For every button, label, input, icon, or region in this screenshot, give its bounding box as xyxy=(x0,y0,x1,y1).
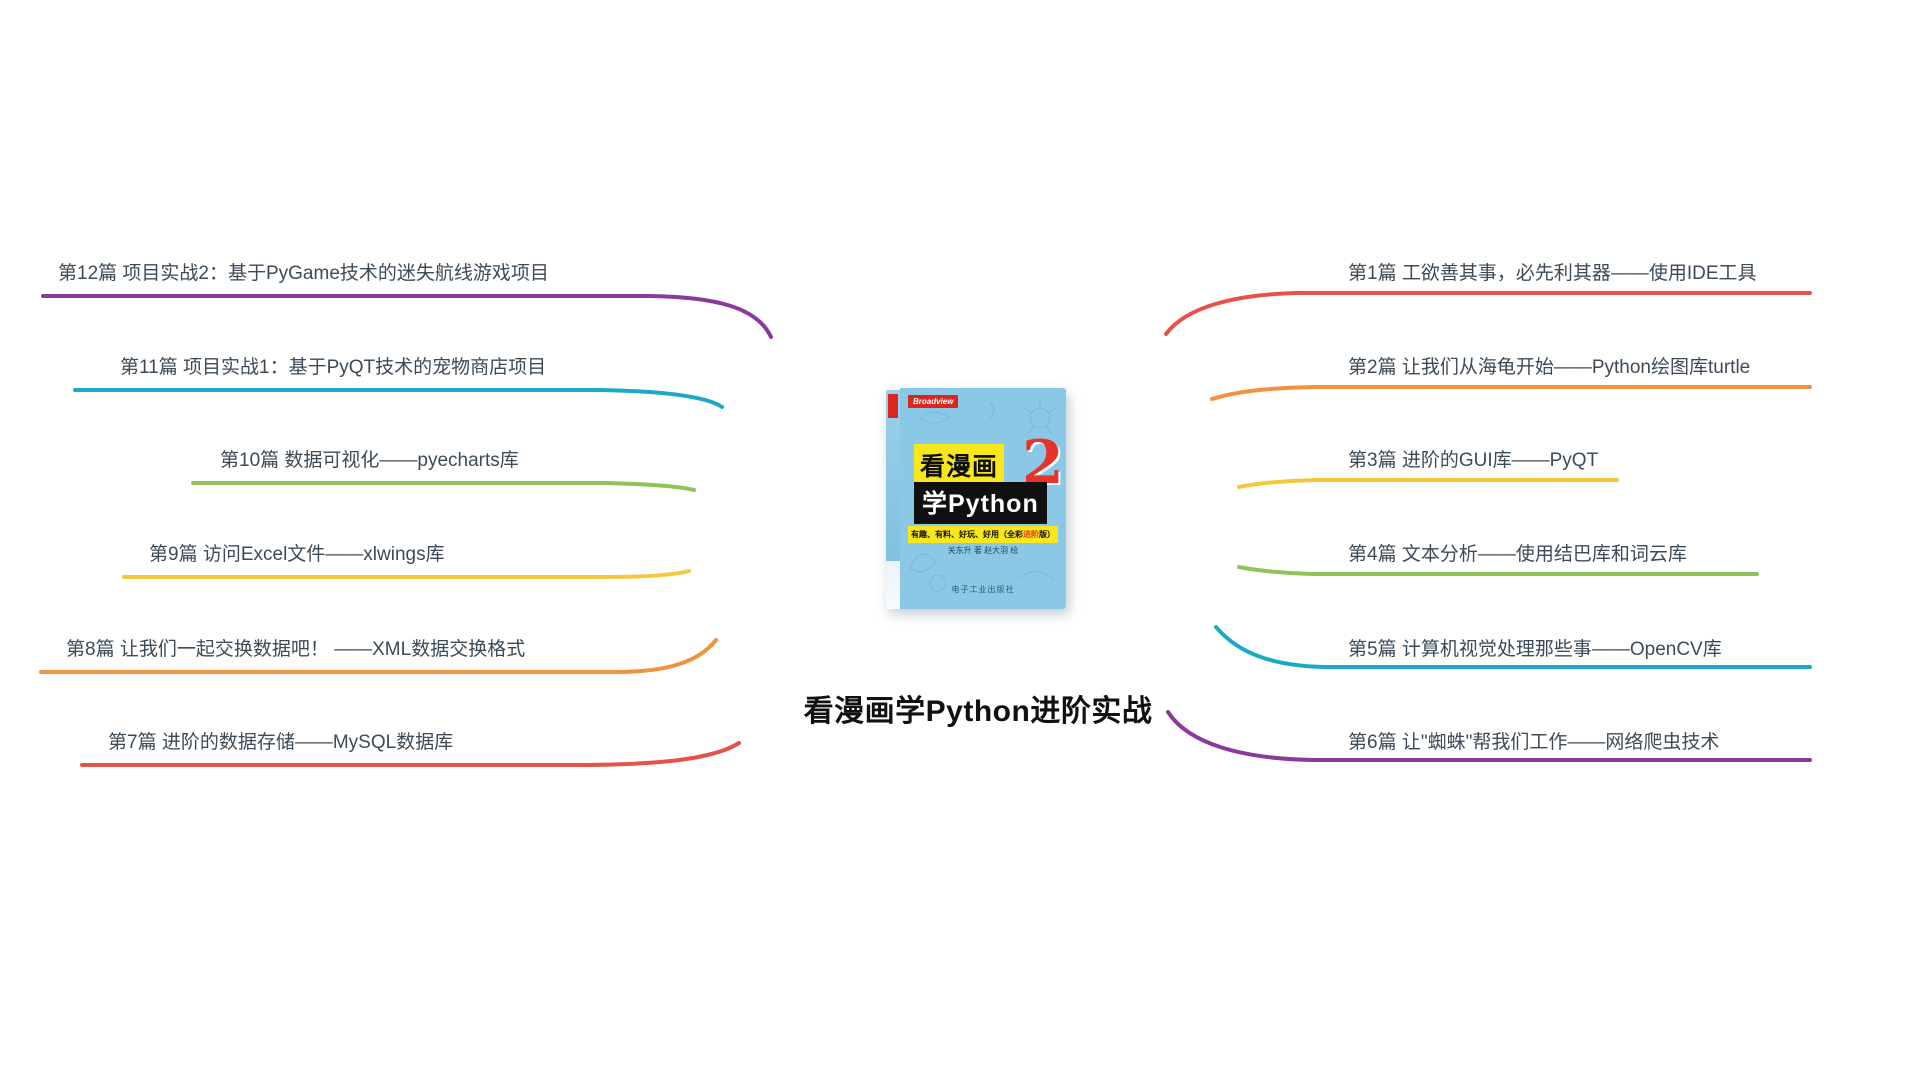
node-ch11[interactable]: 第11篇 项目实战1：基于PyQT技术的宠物商店项目 xyxy=(120,357,547,378)
node-ch2[interactable]: 第2篇 让我们从海龟开始——Python绘图库turtle xyxy=(1348,357,1751,378)
branch-line-ch3 xyxy=(1237,478,1619,489)
book-spine xyxy=(886,390,900,609)
book-front-cover: Broadview 看漫画 2 学Python 有趣、有料、好玩、好用（全彩进阶… xyxy=(900,388,1066,609)
node-ch4[interactable]: 第4篇 文本分析——使用结巴库和词云库 xyxy=(1348,544,1687,565)
book-authors: 关东升 著 赵大羽 绘 xyxy=(947,546,1019,555)
branch-line-ch9 xyxy=(122,569,691,579)
branch-line-ch10 xyxy=(191,481,696,492)
branch-line-ch6 xyxy=(1166,710,1812,762)
branch-line-ch8 xyxy=(39,638,718,674)
branch-line-ch1 xyxy=(1164,291,1812,336)
node-ch7[interactable]: 第7篇 进阶的数据存储——MySQL数据库 xyxy=(108,732,454,753)
branch-line-ch2 xyxy=(1210,385,1812,401)
book-title-line1: 看漫画 xyxy=(914,444,1005,486)
branch-line-ch11 xyxy=(73,388,724,409)
broadview-logo: Broadview xyxy=(908,395,959,408)
node-ch6[interactable]: 第6篇 让"蜘蛛"帮我们工作——网络爬虫技术 xyxy=(1348,732,1720,753)
cover-doodles xyxy=(909,396,1057,592)
book-spine-logo-block xyxy=(888,394,898,418)
node-ch10[interactable]: 第10篇 数据可视化——pyecharts库 xyxy=(220,450,519,471)
node-ch1[interactable]: 第1篇 工欲善其事，必先利其器——使用IDE工具 xyxy=(1348,263,1757,284)
book-title-row: 看漫画 2 xyxy=(914,428,1064,498)
book-tagline: 有趣、有料、好玩、好用（全彩进阶版） xyxy=(908,526,1058,543)
node-ch9[interactable]: 第9篇 访问Excel文件——xlwings库 xyxy=(149,544,445,565)
node-ch5[interactable]: 第5篇 计算机视觉处理那些事——OpenCV库 xyxy=(1348,639,1722,660)
root-node-title[interactable]: 看漫画学Python进阶实战 xyxy=(803,695,1153,728)
branch-line-ch4 xyxy=(1237,565,1759,576)
book-cover-image: Broadview 看漫画 2 学Python 有趣、有料、好玩、好用（全彩进阶… xyxy=(886,388,1066,609)
node-ch12[interactable]: 第12篇 项目实战2：基于PyGame技术的迷失航线游戏项目 xyxy=(58,263,549,284)
node-ch8[interactable]: 第8篇 让我们一起交换数据吧！ ——XML数据交换格式 xyxy=(66,639,526,660)
branch-line-ch12 xyxy=(41,294,773,339)
branch-line-ch7 xyxy=(80,741,741,767)
node-ch3[interactable]: 第3篇 进阶的GUI库——PyQT xyxy=(1348,450,1599,471)
book-title-line2: 学Python xyxy=(914,482,1047,524)
book-publisher: 电子工业出版社 xyxy=(951,585,1015,594)
branch-line-ch5 xyxy=(1214,625,1812,669)
